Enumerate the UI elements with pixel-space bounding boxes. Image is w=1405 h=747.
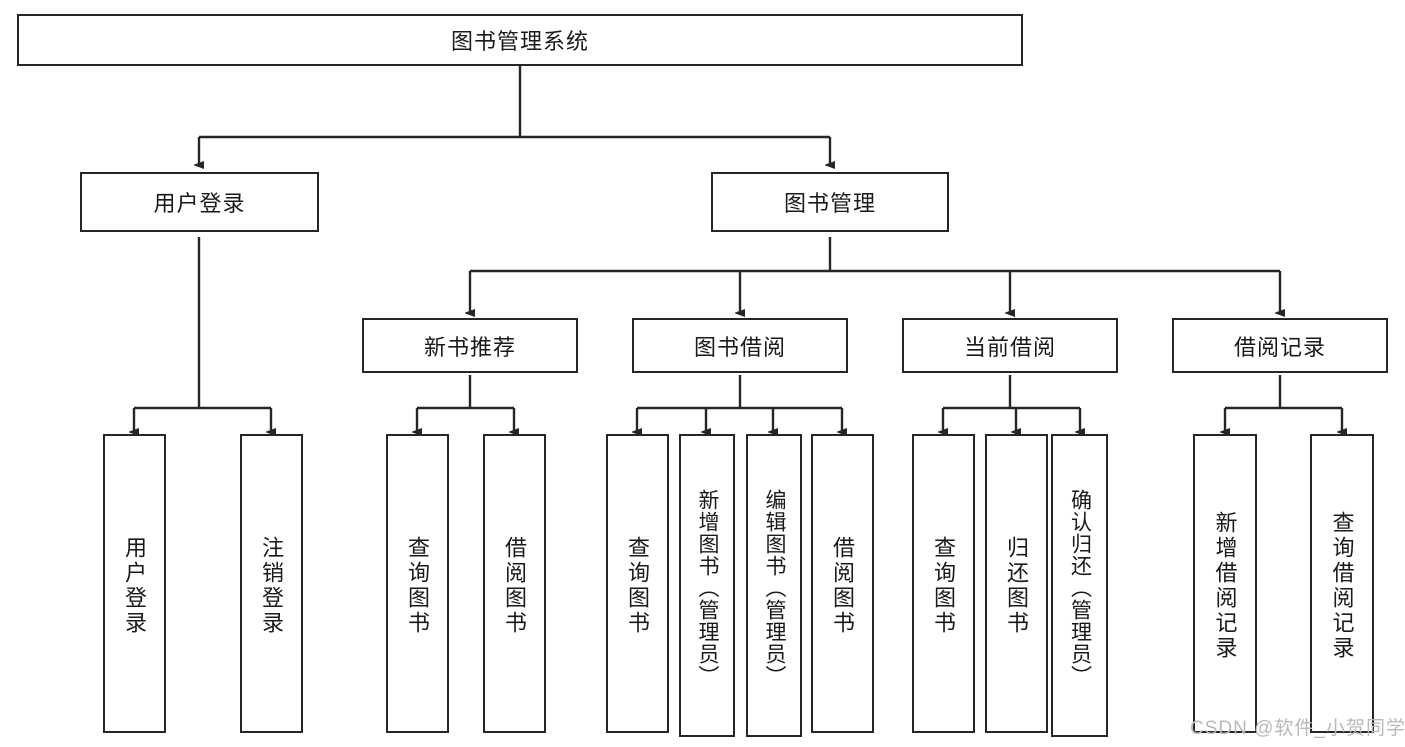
leaf-add-book-admin[interactable]: 新增图书（管理员） (679, 434, 735, 737)
node-user-login-label: 用户登录 (153, 191, 246, 216)
node-book-management-label: 图书管理 (783, 191, 876, 216)
leaf-query-book-recommend-label: 查询图书 (405, 535, 431, 636)
leaf-add-borrow-record[interactable]: 新增借阅记录 (1193, 434, 1257, 733)
node-current-borrow[interactable]: 当前借阅 (902, 318, 1118, 373)
leaf-query-book-borrow-label: 查询图书 (625, 535, 651, 636)
watermark: CSDN @软件_小贺同学 (1190, 718, 1405, 739)
leaf-confirm-return-admin[interactable]: 确认归还（管理员） (1051, 434, 1108, 737)
node-root[interactable]: 图书管理系统 (17, 14, 1023, 66)
leaf-return-book[interactable]: 归还图书 (985, 434, 1048, 733)
leaf-borrow-book-borrow-label: 借阅图书 (830, 535, 856, 636)
leaf-edit-book-admin-label: 编辑图书（管理员） (763, 488, 787, 687)
leaf-borrow-book-recommend-label: 借阅图书 (502, 535, 528, 636)
node-new-book-recommend-label: 新书推荐 (423, 334, 516, 360)
node-current-borrow-label: 当前借阅 (963, 334, 1056, 360)
leaf-confirm-return-admin-label: 确认归还（管理员） (1068, 488, 1092, 687)
leaf-add-borrow-record-label: 新增借阅记录 (1212, 510, 1238, 661)
leaf-query-book-current-label: 查询图书 (931, 535, 957, 636)
leaf-edit-book-admin[interactable]: 编辑图书（管理员） (746, 434, 802, 737)
leaf-logout-label: 注销登录 (259, 535, 285, 636)
leaf-query-borrow-record-label: 查询借阅记录 (1329, 510, 1355, 661)
node-borrow-record[interactable]: 借阅记录 (1172, 318, 1388, 373)
node-borrow-record-label: 借阅记录 (1233, 334, 1326, 360)
leaf-return-book-label: 归还图书 (1004, 535, 1030, 636)
leaf-query-borrow-record[interactable]: 查询借阅记录 (1310, 434, 1374, 733)
node-book-borrow-label: 图书借阅 (693, 334, 786, 360)
node-book-management[interactable]: 图书管理 (711, 172, 949, 232)
leaf-user-login[interactable]: 用户登录 (103, 434, 166, 733)
node-root-label: 图书管理系统 (450, 29, 589, 54)
leaf-query-book-borrow[interactable]: 查询图书 (606, 434, 669, 733)
leaf-borrow-book-borrow[interactable]: 借阅图书 (811, 434, 874, 733)
node-new-book-recommend[interactable]: 新书推荐 (362, 318, 578, 373)
leaf-query-book-current[interactable]: 查询图书 (912, 434, 975, 733)
leaf-add-book-admin-label: 新增图书（管理员） (696, 488, 720, 687)
leaf-logout[interactable]: 注销登录 (240, 434, 303, 733)
leaf-borrow-book-recommend[interactable]: 借阅图书 (483, 434, 546, 733)
leaf-query-book-recommend[interactable]: 查询图书 (386, 434, 449, 733)
node-book-borrow[interactable]: 图书借阅 (632, 318, 848, 373)
leaf-user-login-label: 用户登录 (122, 535, 148, 636)
node-user-login[interactable]: 用户登录 (80, 172, 319, 232)
